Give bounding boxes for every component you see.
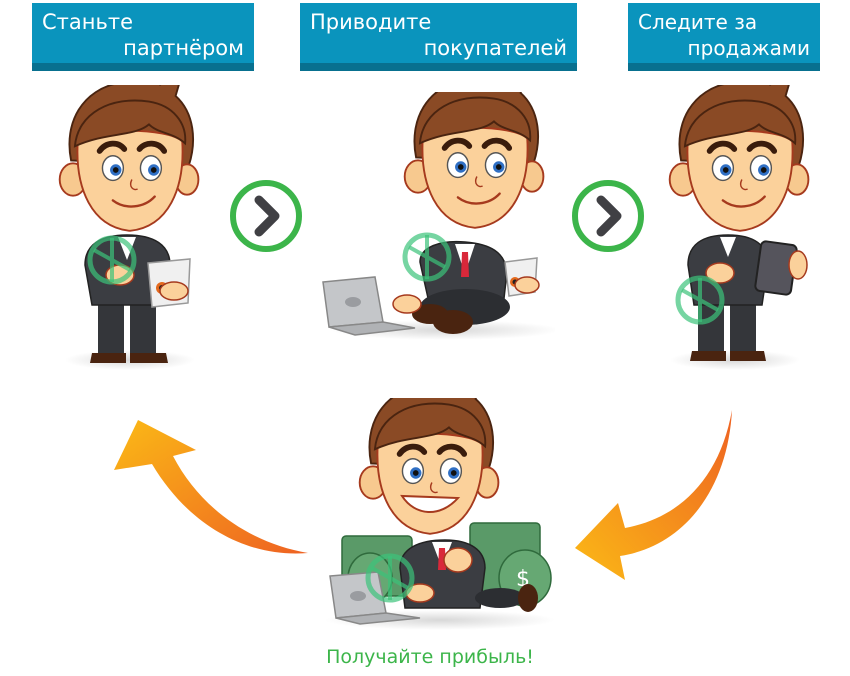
curved-arrow-down-left-icon [575,410,732,580]
curved-arrow-up-left-icon [114,420,308,554]
step-3-title-line1: Следите за [638,10,758,34]
step-1-title-line1: Станьте [42,10,134,34]
step-3-banner: Следите за продажами [628,3,820,71]
final-step-caption: Получайте прибыль! [326,646,534,668]
next-step-chevron-icon-1 [230,180,302,252]
businessman-with-coffee-illustration [40,85,210,370]
step-2-title-line1: Приводите [310,10,432,34]
businessman-with-tablet-illustration [650,85,820,370]
step-2-title-line2: покупателей [423,36,567,60]
next-step-chevron-icon-2 [572,180,644,252]
businessman-with-laptop-illustration [322,92,555,340]
businessman-with-money-illustration: $ [325,398,555,630]
step-1-title-line2: партнёром [123,36,244,60]
step-2-banner: Приводите покупателей [300,3,577,71]
step-1-banner: Станьте партнёром [32,3,254,71]
step-3-title-line2: продажами [687,36,810,60]
